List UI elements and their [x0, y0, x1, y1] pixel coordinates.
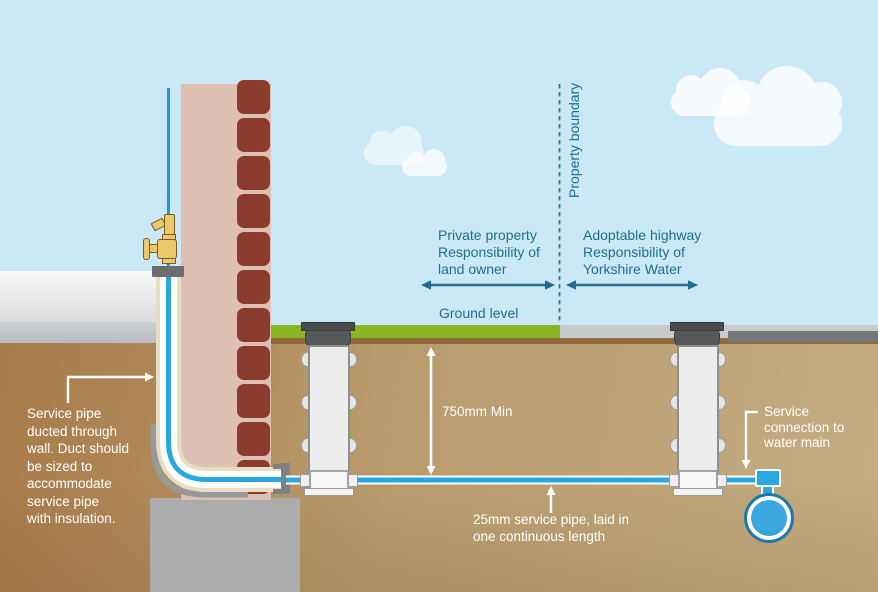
brick: [237, 384, 270, 418]
inspection-chamber-private: [299, 322, 359, 498]
chamber-tube: [308, 345, 350, 475]
cloud-icon: [402, 149, 447, 176]
pipe-note: 25mm service pipe, laid in one continuou…: [473, 512, 630, 544]
inspection-chamber-highway: [668, 322, 728, 498]
chamber-base-flange: [304, 488, 354, 496]
cloud-base: [714, 102, 842, 146]
stop-tap-valve: [157, 239, 177, 259]
private-property-arrow: [421, 280, 555, 290]
valve-top-fitting: [164, 214, 175, 235]
brick: [237, 460, 270, 494]
adoptable-highway-label: Adoptable highway Responsibility of York…: [583, 227, 702, 277]
chamber-tube: [677, 345, 719, 475]
highway-sub-layer: [728, 331, 878, 342]
ferrule-connection: [755, 469, 781, 487]
brick-column: [237, 80, 270, 498]
pavement-lower: [0, 322, 181, 343]
ground-level-label: Ground level: [439, 305, 519, 321]
pavement-upper: [0, 271, 181, 322]
brick: [237, 156, 270, 190]
brick: [237, 346, 270, 380]
brick: [237, 232, 270, 266]
cloud-icon: [714, 64, 842, 146]
duct-note: Service pipe ducted through wall. Duct s…: [27, 406, 130, 526]
brick: [237, 308, 270, 342]
depth-label: 750mm Min: [442, 404, 513, 419]
brick: [237, 422, 270, 456]
water-main: [744, 493, 794, 543]
connection-note: Service connection to water main: [764, 404, 845, 450]
brick: [237, 194, 270, 228]
adoptable-highway-arrow: [566, 280, 698, 290]
topsoil-line: [271, 338, 878, 344]
ground-soil: [0, 343, 878, 592]
duct-collar: [152, 266, 184, 277]
property-boundary-label: Property boundary: [566, 82, 582, 198]
brick: [237, 118, 270, 152]
chamber-base-flange: [673, 488, 723, 496]
cloud-base: [402, 158, 447, 176]
wall-foundation: [150, 498, 300, 592]
brick: [237, 80, 270, 114]
brick: [237, 270, 270, 304]
valve-nut: [162, 258, 176, 264]
private-property-label: Private property Responsibility of land …: [438, 227, 540, 277]
